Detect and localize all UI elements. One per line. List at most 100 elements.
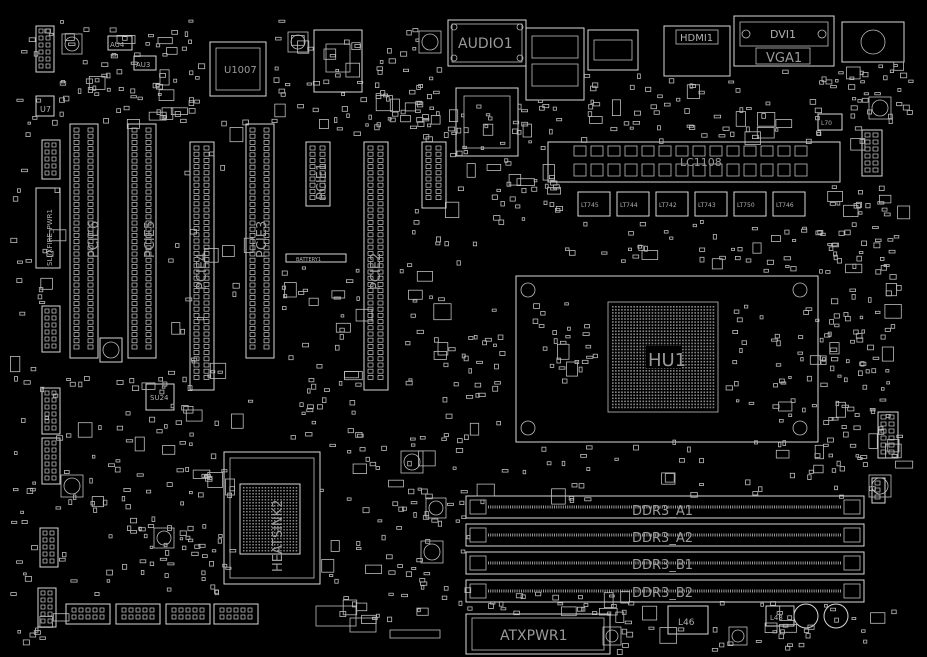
slot-pin xyxy=(193,300,200,306)
smd-part xyxy=(66,377,71,381)
header-pin xyxy=(888,428,895,434)
slot-pin xyxy=(263,326,270,331)
slot-pin xyxy=(377,368,384,374)
smd-part xyxy=(400,51,408,57)
ball xyxy=(261,550,264,552)
ball xyxy=(633,342,635,345)
ball xyxy=(666,312,669,314)
smd-part xyxy=(110,54,118,59)
slot-pin xyxy=(131,214,138,220)
ball xyxy=(709,391,712,393)
slot-outline xyxy=(127,123,157,359)
ball xyxy=(615,327,617,329)
smd-part xyxy=(490,601,496,605)
smd-part xyxy=(661,472,676,485)
smd-part xyxy=(853,329,859,335)
header-pin xyxy=(51,336,57,342)
smd-part xyxy=(547,187,562,195)
pcie-slot xyxy=(245,123,275,359)
smd-part xyxy=(62,552,67,558)
ball xyxy=(666,373,669,375)
slot-pin xyxy=(309,182,316,188)
slot-pin xyxy=(145,301,152,306)
ball xyxy=(694,373,696,375)
ball xyxy=(286,499,288,501)
header-pin xyxy=(171,607,177,613)
header-pin xyxy=(135,614,141,620)
ball xyxy=(261,499,264,501)
ball xyxy=(630,391,632,393)
smd-part xyxy=(462,145,467,150)
ball xyxy=(270,538,273,540)
smd-part xyxy=(306,408,314,413)
ball xyxy=(270,544,273,546)
ball xyxy=(712,312,715,314)
ball xyxy=(694,357,696,360)
slot-pin xyxy=(377,170,384,176)
ball xyxy=(697,357,699,360)
slot-pin xyxy=(73,270,80,275)
ball xyxy=(295,535,298,537)
smd-part xyxy=(106,87,111,92)
smd-part xyxy=(827,437,834,443)
slot-pin xyxy=(367,220,374,225)
ball xyxy=(706,376,709,378)
ball xyxy=(633,324,635,326)
ball xyxy=(712,406,715,409)
smd-part xyxy=(54,187,60,193)
smd-part xyxy=(158,376,164,382)
slot-pin xyxy=(87,319,94,325)
ball xyxy=(255,514,257,516)
smd-part xyxy=(232,282,240,289)
smd-part xyxy=(116,35,136,45)
ball xyxy=(700,315,703,317)
smd-part xyxy=(887,438,900,453)
smd-part xyxy=(776,611,783,615)
choke-outline xyxy=(655,191,689,217)
smd-part xyxy=(778,441,782,448)
smd-part xyxy=(281,285,286,290)
slot-pin xyxy=(263,171,270,176)
slot-pin xyxy=(87,239,94,244)
ball xyxy=(624,382,626,384)
ball xyxy=(289,517,291,519)
ball xyxy=(286,547,288,549)
header-pin xyxy=(47,597,53,603)
ball xyxy=(642,373,645,375)
smd-part xyxy=(520,594,526,600)
ball xyxy=(712,403,715,406)
header-pin xyxy=(121,607,127,613)
ball xyxy=(657,342,660,345)
ball xyxy=(258,505,260,507)
smd-part xyxy=(329,54,336,58)
ball xyxy=(651,324,654,326)
ball xyxy=(636,327,638,329)
smd-part xyxy=(164,573,169,578)
ball xyxy=(694,330,696,332)
ball xyxy=(264,520,267,522)
slot-pin xyxy=(203,275,210,281)
slot-pin xyxy=(145,264,152,269)
smd-part xyxy=(108,463,115,467)
ball xyxy=(660,394,663,397)
ball xyxy=(642,354,645,357)
ball xyxy=(295,520,298,522)
ball xyxy=(286,520,288,522)
smd-part xyxy=(621,628,628,635)
ball xyxy=(703,318,706,320)
ball xyxy=(709,315,712,317)
slot-pin xyxy=(263,344,270,350)
ball xyxy=(688,354,690,357)
smd-part xyxy=(858,251,864,254)
slot-pin xyxy=(145,189,152,195)
chipset-heatsink: HEATSINK2 xyxy=(223,451,321,585)
ball xyxy=(663,330,666,332)
header-pin xyxy=(44,447,50,453)
header-pin xyxy=(864,146,871,152)
smd-part xyxy=(137,96,143,101)
lt745-label: LT745 xyxy=(581,202,599,209)
header-pin xyxy=(51,308,57,314)
ball xyxy=(700,367,703,369)
header-pin xyxy=(42,544,48,550)
ball xyxy=(267,493,270,495)
